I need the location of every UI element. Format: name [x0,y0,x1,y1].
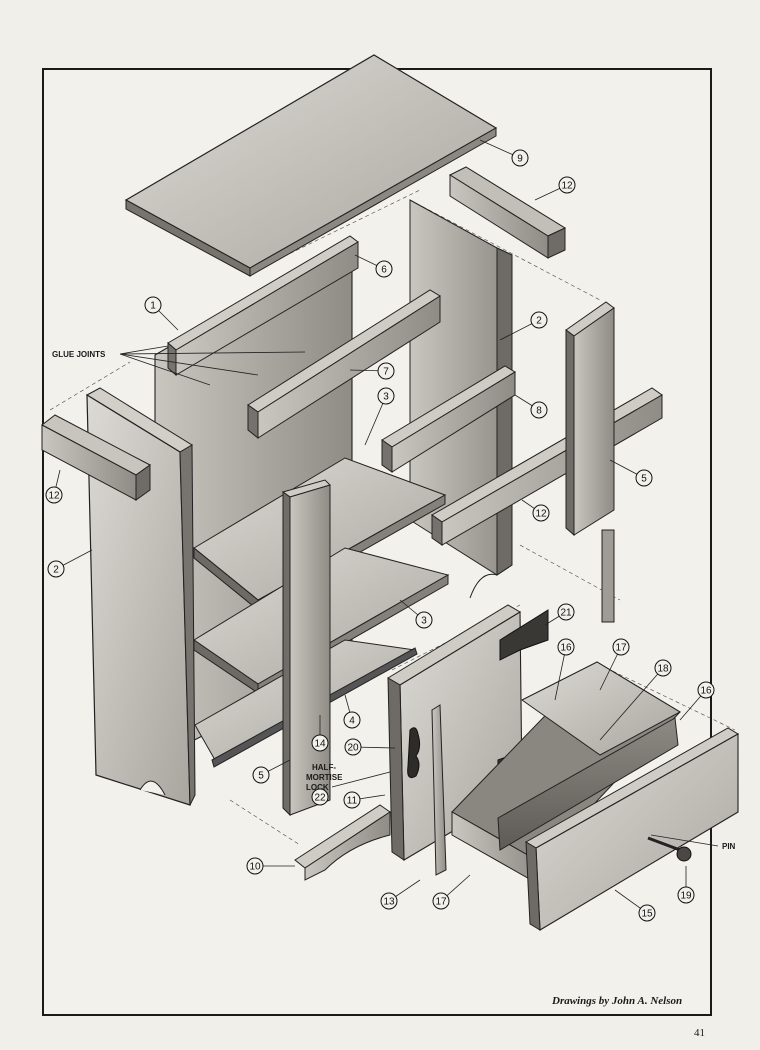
callout-number-5: 5 [258,771,264,782]
callout-circle [654,659,672,677]
top-board [124,54,498,277]
callout-circle [47,560,65,578]
callout-number-14: 14 [314,739,326,750]
callout-number-4: 4 [349,716,355,727]
drawing-credit: Drawings by John A. Nelson [552,995,683,1007]
half-mortise-lock-label-line2: MORTISE [306,773,343,782]
part-callouts: 1223345567891011121212131415161617171819… [45,139,715,922]
callout-circle [343,711,361,729]
callout-circle [557,638,575,656]
pin-annotation: PIN [650,834,736,851]
callout-circle [511,149,529,167]
page-number: 41 [694,1027,705,1039]
callout-number-6: 6 [381,265,387,276]
upper-hinge [499,609,549,661]
glue-joints-label: GLUE JOINTS [52,350,106,359]
callout-number-20: 20 [347,743,359,754]
callout-circle [311,788,329,806]
callout-circle [311,734,329,752]
glue-joints-annotation: GLUE JOINTS [52,345,306,386]
callout-number-10: 10 [249,862,261,873]
callout-number-7: 7 [383,367,389,378]
callout-number-2: 2 [536,316,542,327]
callout-number-17: 17 [435,897,447,908]
callout-leader-line [599,667,664,741]
callout-circle [377,362,395,380]
callout-circle [343,791,361,809]
callout-circle [635,469,653,487]
callout-number-9: 9 [517,154,523,165]
callout-number-22: 22 [314,793,326,804]
callout-number-13: 13 [383,897,395,908]
callout-number-12: 12 [561,181,573,192]
callout-circle [677,886,695,904]
callout-circle [344,738,362,756]
callout-number-2: 2 [53,565,59,576]
half-mortise-lock-annotation: HALF- MORTISE LOCK [306,763,391,792]
rear-top-rail [448,166,567,259]
callout-circle [380,892,398,910]
callout-circle [557,603,575,621]
callout-number-12: 12 [48,491,60,502]
base-rail [294,804,391,881]
callout-circle [530,311,548,329]
callout-circle [375,260,393,278]
callout-number-8: 8 [536,406,542,417]
drawer-knob [647,836,692,862]
callout-leader-line [554,646,567,701]
callout-circle [415,611,433,629]
callout-circle [558,176,576,194]
back-middle-rail [247,289,441,440]
callout-number-16: 16 [700,686,712,697]
half-mortise-lock-label-line3: LOCK [306,783,329,792]
callout-number-18: 18 [657,664,669,675]
side-rail [381,365,516,473]
half-mortise-lock-label-line1: HALF- [312,763,336,772]
pin-label: PIN [722,842,736,851]
callout-circle [432,892,450,910]
callout-circle [252,766,270,784]
callout-leader-line [364,395,387,446]
callout-number-11: 11 [347,796,358,807]
callout-circle [144,296,162,314]
callout-circle [45,486,63,504]
left-side-panel [85,387,196,806]
callout-number-16: 16 [560,643,572,654]
drawer-front [525,727,739,931]
drawer-box [451,661,682,886]
right-front-stile [565,301,615,623]
callout-number-3: 3 [421,616,427,627]
callout-circle [246,857,264,875]
callout-number-15: 15 [641,909,653,920]
callout-number-21: 21 [560,608,572,619]
callout-number-1: 1 [150,301,156,312]
callout-number-3: 3 [383,392,389,403]
left-top-rail [41,414,151,501]
callout-circle [377,387,395,405]
callout-number-12: 12 [535,509,547,520]
callout-circle [697,681,715,699]
callout-number-17: 17 [615,643,627,654]
callout-number-5: 5 [641,474,647,485]
back-top-rail [167,235,359,377]
callout-number-19: 19 [680,891,692,902]
callout-circle [612,638,630,656]
callout-circle [532,504,550,522]
callout-circle [530,401,548,419]
callout-circle [638,904,656,922]
